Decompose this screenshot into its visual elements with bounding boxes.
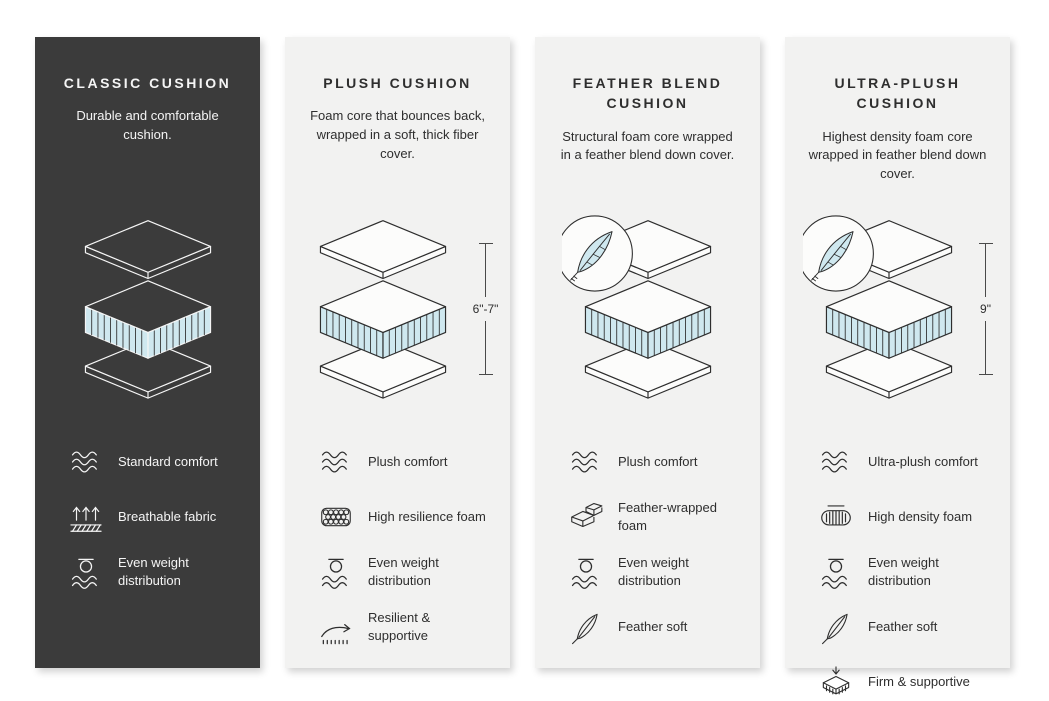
- feature-item: Ultra-plush comfort: [817, 443, 988, 481]
- cushion-layers-diagram: [802, 215, 975, 409]
- feature-item: Firm & supportive: [817, 663, 988, 701]
- feather-badge-icon: [802, 215, 873, 292]
- height-label: 6"-7": [472, 302, 499, 316]
- feature-label: Firm & supportive: [868, 674, 970, 690]
- panel-title: ULTRA-PLUSH CUSHION: [834, 75, 961, 112]
- feature-label: Even weight distribution: [618, 555, 689, 588]
- dimension-line: [985, 321, 986, 374]
- height-label: 9": [980, 302, 991, 316]
- panel-ultra-plush-cushion: ULTRA-PLUSH CUSHION Highest density foam…: [785, 37, 1010, 668]
- feature-label: High resilience foam: [368, 509, 486, 525]
- height-dimension: 9": [978, 243, 993, 375]
- feature-label: Breathable fabric: [118, 509, 217, 525]
- feature-item: High density foam: [817, 498, 988, 536]
- wave-icon: [567, 443, 605, 481]
- panel-description: Durable and comfortable cushion.: [76, 108, 219, 143]
- feature-label: Feather-wrapped foam: [618, 500, 717, 533]
- feature-item: Breathable fabric: [67, 498, 238, 536]
- feature-item: Even weight distribution: [317, 553, 488, 591]
- cushion-layers-diagram: [561, 215, 734, 409]
- cushion-illustration: [557, 203, 738, 415]
- feature-list: Plush comfort High resilience foam Even …: [307, 443, 488, 646]
- resilience-foam-icon: [317, 498, 355, 536]
- feather-icon: [817, 608, 855, 646]
- wave-icon: [817, 443, 855, 481]
- height-dimension: 6"-7": [472, 243, 499, 375]
- feature-item: Feather soft: [817, 608, 988, 646]
- dimension-line: [985, 244, 986, 297]
- feature-label: Feather soft: [868, 619, 938, 635]
- feature-item: Standard comfort: [67, 443, 238, 481]
- cushion-comparison-board: CLASSIC CUSHION Durable and comfortable …: [35, 37, 1010, 668]
- feature-label: Ultra-plush comfort: [868, 454, 978, 470]
- dimension-line: [485, 321, 486, 374]
- cushion-layers-diagram: [62, 209, 234, 409]
- feature-item: Feather soft: [567, 608, 738, 646]
- feature-item: Plush comfort: [317, 443, 488, 481]
- cushion-layers-diagram: [297, 209, 469, 409]
- feature-label: Standard comfort: [118, 454, 218, 470]
- panel-header: CLASSIC CUSHION Durable and comfortable …: [57, 73, 238, 185]
- dimension-cap: [478, 374, 493, 375]
- panel-feather-blend-cushion: FEATHER BLEND CUSHION Structural foam co…: [535, 37, 760, 668]
- firm-supportive-icon: [817, 663, 855, 701]
- feature-list: Plush comfort Feather-wrapped foam Even …: [557, 443, 738, 646]
- feature-label: Even weight distribution: [118, 555, 189, 588]
- panel-description: Highest density foam core wrapped in fea…: [808, 128, 987, 182]
- feather-badge-icon: [561, 215, 632, 292]
- feature-label: Even weight distribution: [868, 555, 939, 588]
- breathable-fabric-icon: [67, 498, 105, 536]
- feature-list: Ultra-plush comfort High density foam Ev…: [807, 443, 988, 701]
- wave-icon: [317, 443, 355, 481]
- wave-icon: [67, 443, 105, 481]
- weight-distribution-icon: [67, 553, 105, 591]
- cushion-illustration: 6"-7": [307, 203, 498, 415]
- feature-item: Plush comfort: [567, 443, 738, 481]
- feature-item: Feather-wrapped foam: [567, 498, 738, 536]
- dimension-cap: [478, 243, 493, 244]
- resilient-spring-icon: [317, 608, 355, 646]
- panel-title: FEATHER BLEND CUSHION: [572, 75, 723, 112]
- feature-label: Plush comfort: [368, 454, 448, 470]
- panel-classic-cushion: CLASSIC CUSHION Durable and comfortable …: [35, 37, 260, 668]
- feature-list: Standard comfort Breathable fabric Even …: [57, 443, 238, 591]
- weight-distribution-icon: [317, 553, 355, 591]
- panel-description: Structural foam core wrapped in a feathe…: [560, 128, 735, 163]
- weight-distribution-icon: [817, 553, 855, 591]
- panel-title: CLASSIC CUSHION: [63, 75, 232, 91]
- feature-item: Even weight distribution: [67, 553, 238, 591]
- panel-header: ULTRA-PLUSH CUSHION Highest density foam…: [807, 73, 988, 185]
- feature-label: Even weight distribution: [368, 555, 439, 588]
- cushion-illustration: 9": [802, 203, 993, 415]
- feature-item: Even weight distribution: [817, 553, 988, 591]
- dimension-cap: [978, 243, 993, 244]
- panel-header: FEATHER BLEND CUSHION Structural foam co…: [557, 73, 738, 185]
- feather-wrapped-foam-icon: [567, 498, 605, 536]
- cushion-illustration: [57, 203, 238, 415]
- dimension-cap: [978, 374, 993, 375]
- dimension-line: [485, 244, 486, 297]
- panel-title: PLUSH CUSHION: [323, 75, 472, 91]
- feature-item: Resilient & supportive: [317, 608, 488, 646]
- feature-label: Feather soft: [618, 619, 688, 635]
- feather-icon: [567, 608, 605, 646]
- feature-label: High density foam: [868, 509, 973, 525]
- panel-description: Foam core that bounces back, wrapped in …: [310, 108, 485, 161]
- panel-plush-cushion: PLUSH CUSHION Foam core that bounces bac…: [285, 37, 510, 668]
- panel-header: PLUSH CUSHION Foam core that bounces bac…: [307, 73, 488, 185]
- feature-item: High resilience foam: [317, 498, 488, 536]
- weight-distribution-icon: [567, 553, 605, 591]
- feature-label: Plush comfort: [618, 454, 698, 470]
- density-foam-icon: [817, 498, 855, 536]
- feature-label: Resilient & supportive: [368, 610, 431, 643]
- feature-item: Even weight distribution: [567, 553, 738, 591]
